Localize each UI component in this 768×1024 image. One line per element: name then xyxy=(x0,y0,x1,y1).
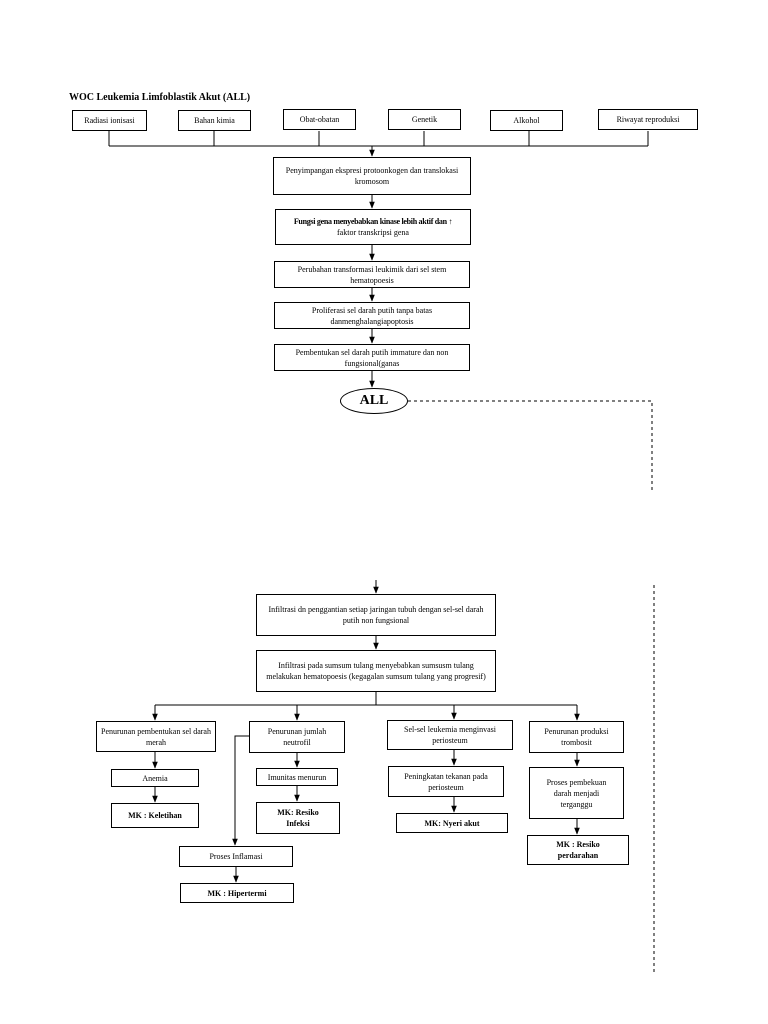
flow-proliferasi: Proliferasi sel darah putih tanpa batas … xyxy=(274,302,470,329)
flow-fungsi-gena-line2: faktor transkripsi gena xyxy=(337,228,409,237)
infiltration-sumsum-tulang: Infiltrasi pada sumsum tulang menyebabka… xyxy=(256,650,496,692)
mk-resiko-perdarahan: MK : Resiko perdarahan xyxy=(527,835,629,865)
sel-leukemia-menginvasi-periosteum: Sel-sel leukemia menginvasi periosteum xyxy=(387,720,513,750)
flow-pembentukan-sel-darah-putih: Pembentukan sel darah putih immature dan… xyxy=(274,344,470,371)
flow-fungsi-gena-line1: Fungsi gena menyebabkan kinase lebih akt… xyxy=(293,217,453,226)
imunitas-menurun: Imunitas menurun xyxy=(256,768,338,786)
cause-riwayat-reproduksi: Riwayat reproduksi xyxy=(598,109,698,130)
mk-resiko-infeksi: MK: Resiko Infeksi xyxy=(256,802,340,834)
mk-hipertermi: MK : Hipertermi xyxy=(180,883,294,903)
peningkatan-tekanan-periosteum: Peningkatan tekanan pada periosteum xyxy=(388,766,504,797)
proses-pembekuan-darah: Proses pembekuan darah menjadi terganggu xyxy=(529,767,624,819)
cause-obat-obatan: Obat-obatan xyxy=(283,109,356,130)
all-node: ALL xyxy=(340,388,408,414)
cause-bahan-kimia: Bahan kimia xyxy=(178,110,251,131)
infiltration-jaringan: Infiltrasi dn penggantian setiap jaringa… xyxy=(256,594,496,636)
anemia: Anemia xyxy=(111,769,199,787)
flow-penyimpangan-ekspresi: Penyimpangan ekspresi protoonkogen dan t… xyxy=(273,157,471,195)
penurunan-sel-darah-merah: Penurunan pembentukan sel darah merah xyxy=(96,721,216,752)
cause-genetik: Genetik xyxy=(388,109,461,130)
flow-perubahan-transformasi: Perubahan transformasi leukimik dari sel… xyxy=(274,261,470,288)
cause-alkohol: Alkohol xyxy=(490,110,563,131)
penurunan-jumlah-neutrofil: Penurunan jumlah neutrofil xyxy=(249,721,345,753)
proses-inflamasi: Proses Inflamasi xyxy=(179,846,293,867)
mk-keletihan: MK : Keletihan xyxy=(111,803,199,828)
flow-fungsi-gena: Fungsi gena menyebabkan kinase lebih akt… xyxy=(275,209,471,245)
penurunan-produksi-trombosit: Penurunan produksi trombosit xyxy=(529,721,624,753)
cause-radiasi-ionisasi: Radiasi ionisasi xyxy=(72,110,147,131)
mk-nyeri-akut: MK: Nyeri akut xyxy=(396,813,508,833)
diagram-title: WOC Leukemia Limfoblastik Akut (ALL) xyxy=(69,92,251,103)
